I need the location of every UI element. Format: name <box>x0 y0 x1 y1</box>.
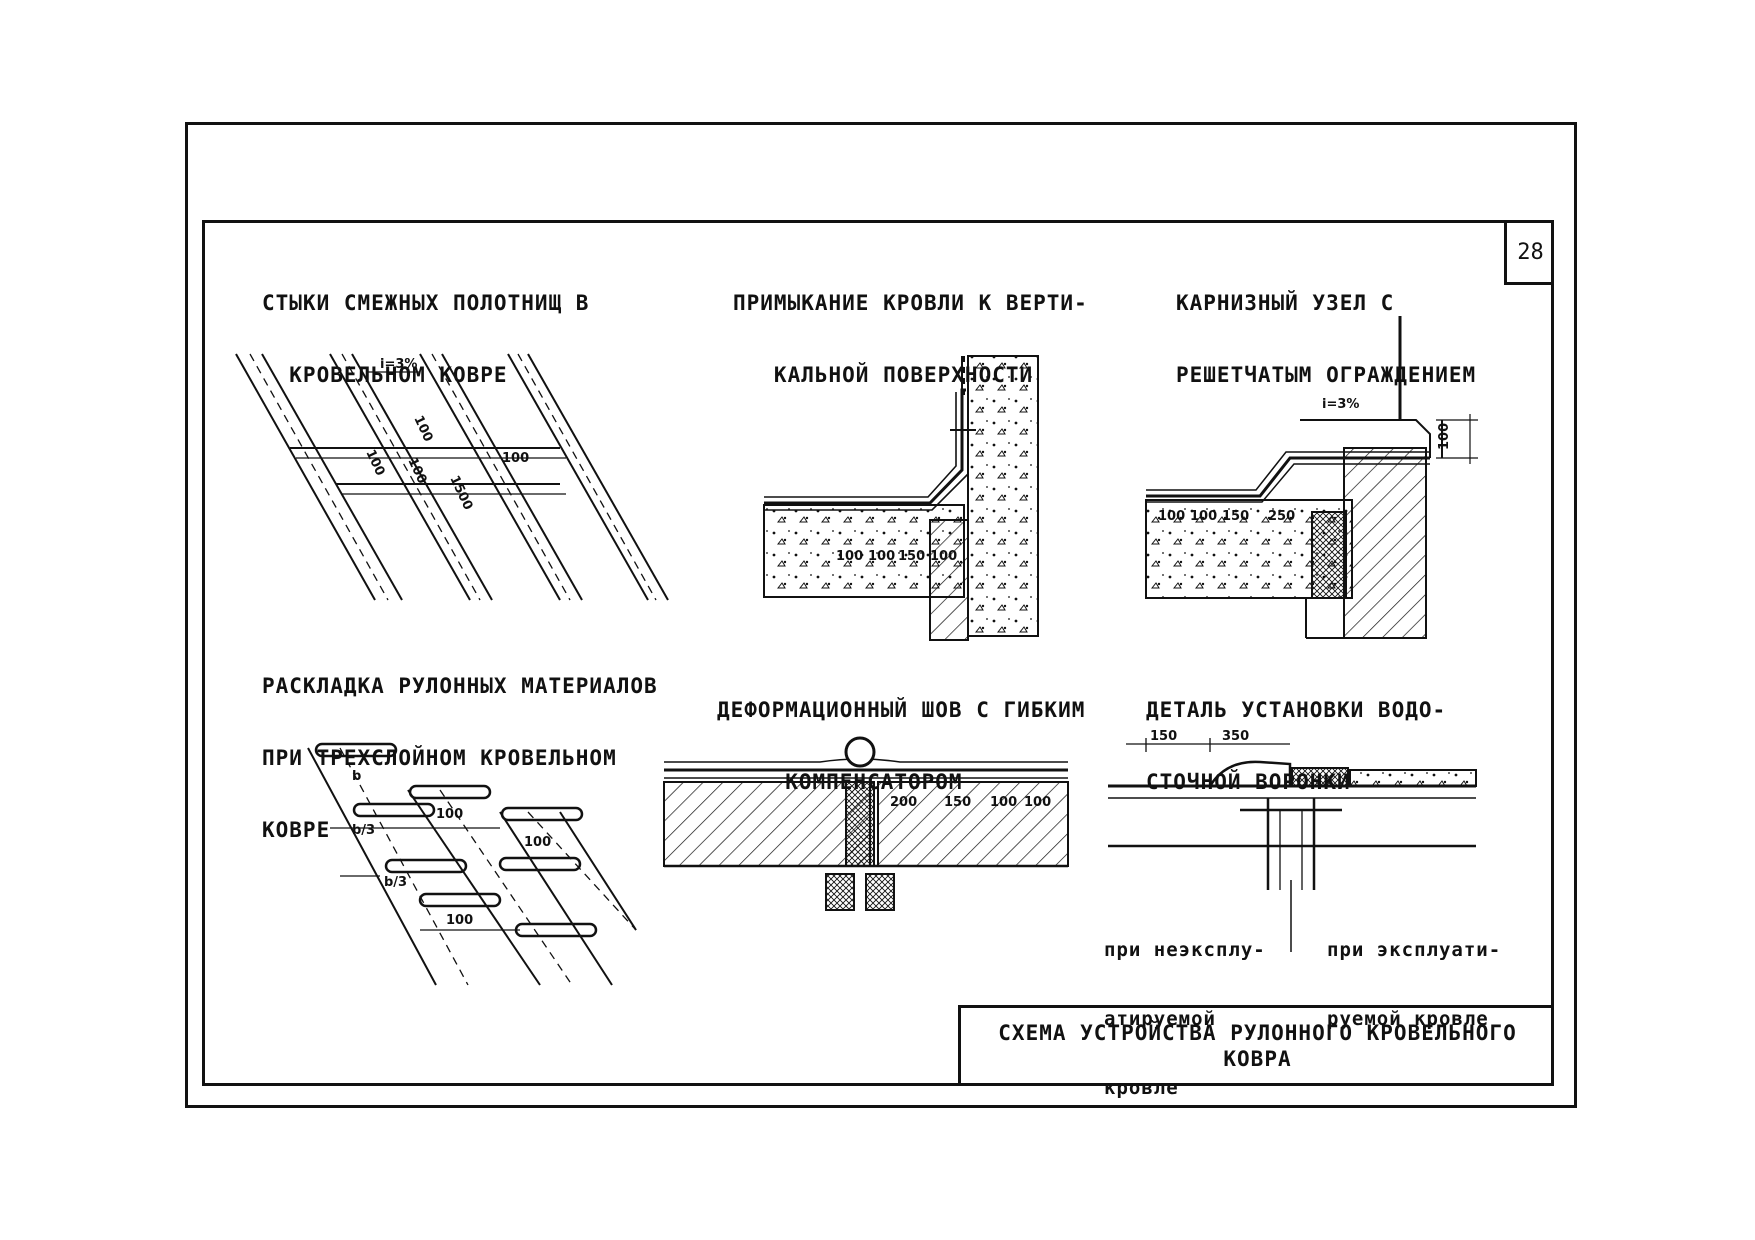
caption-eaves-line-1: КАРНИЗНЫЙ УЗЕЛ С <box>1176 291 1395 315</box>
expansion-dim-2: 150 <box>944 795 971 810</box>
caption-joints-line-1: СТЫКИ СМЕЖНЫХ ПОЛОТНИЩ В <box>262 291 590 315</box>
layout-dim-b3-1: b/3 <box>352 823 375 838</box>
expansion-dimensions: 200 150 100 100 <box>890 795 1051 810</box>
drain-note-left-line-2: атируемой <box>1104 1008 1216 1030</box>
abutment-dim-4: 100 <box>930 549 957 564</box>
eaves-dimensions: i=3% 100 100 100 150 250 <box>1158 397 1452 524</box>
expansion-dim-1: 200 <box>890 795 917 810</box>
abutment-dim-3: 150 <box>898 549 925 564</box>
joints-drawing <box>235 353 669 601</box>
abutment-dim-1: 100 <box>836 549 863 564</box>
title-block-line-2: КОВРА <box>1223 1047 1292 1071</box>
drawing-frame <box>202 220 1554 1086</box>
drain-dim-1: 150 <box>1150 729 1177 744</box>
drain-note-left-line-3: кровле <box>1104 1077 1179 1099</box>
caption-drain: ДЕТАЛЬ УСТАНОВКИ ВОДО- СТОЧНОЙ ВОРОНКИ <box>1146 650 1446 818</box>
drain-note-right-line-1: при эксплуати- <box>1327 939 1502 961</box>
abutment-dim-2: 100 <box>868 549 895 564</box>
joints-dimensions: i=3% 100 100 100 100 1500 <box>362 357 529 512</box>
eaves-dim-1: 100 <box>1158 509 1185 524</box>
caption-drain-line-1: ДЕТАЛЬ УСТАНОВКИ ВОДО- <box>1146 698 1447 722</box>
caption-layout: РАСКЛАДКА РУЛОННЫХ МАТЕРИАЛОВ ПРИ ТРЕХСЛ… <box>262 626 658 866</box>
title-block: СХЕМА УСТРОЙСТВА РУЛОННОГО КРОВЕЛЬНОГО К… <box>958 1005 1554 1086</box>
layout-dim-b3-2: b/3 <box>384 875 407 890</box>
joints-dim-3: 100 <box>404 455 429 486</box>
drain-drawing <box>1108 738 1477 952</box>
caption-layout-line-3: КОВРЕ <box>262 818 331 842</box>
drain-note-right: при эксплуати- руемой кровле <box>1327 893 1501 1054</box>
layout-dimensions: b b/3 b/3 100 100 100 <box>352 769 551 928</box>
caption-joints: СТЫКИ СМЕЖНЫХ ПОЛОТНИЩ В КРОВЕЛЬНОМ КОВР… <box>262 243 589 411</box>
eaves-dim-3: 150 <box>1222 509 1249 524</box>
drain-note-left-line-1: при неэксплу- <box>1104 939 1266 961</box>
caption-layout-line-1: РАСКЛАДКА РУЛОННЫХ МАТЕРИАЛОВ <box>262 674 658 698</box>
layout-dim-100-1: 100 <box>436 807 463 822</box>
layout-dim-100-3: 100 <box>446 913 473 928</box>
eaves-dim-height: 100 <box>1437 423 1452 450</box>
eaves-drawing <box>1145 316 1478 639</box>
abutment-drawing <box>763 355 1039 641</box>
outer-frame <box>185 122 1577 1108</box>
layout-dim-b: b <box>352 769 361 784</box>
caption-expansion-line-1: ДЕФОРМАЦИОННЫЙ ШОВ С ГИБКИМ <box>717 698 1086 722</box>
eaves-dim-2: 100 <box>1190 509 1217 524</box>
title-block-line-1: СХЕМА УСТРОЙСТВА РУЛОННОГО КРОВЕЛЬНОГО <box>998 1021 1517 1045</box>
joints-dim-2: 100 <box>362 447 387 478</box>
caption-abutment-line-1: ПРИМЫКАНИЕ КРОВЛИ К ВЕРТИ- <box>733 291 1088 315</box>
joints-dim-5: 1500 <box>446 473 475 512</box>
expansion-drawing <box>663 736 1069 911</box>
drain-note-left: при неэксплу- атируемой кровле <box>1104 893 1266 1123</box>
drain-note-right-line-2: руемой кровле <box>1327 1008 1489 1030</box>
eaves-dim-4: 250 <box>1268 509 1295 524</box>
expansion-dim-4: 100 <box>1024 795 1051 810</box>
joints-dim-4: 100 <box>502 451 529 466</box>
layout-drawing <box>307 742 637 986</box>
sheet-number: 28 <box>1504 222 1554 285</box>
joints-dim-1: 100 <box>410 413 435 444</box>
abutment-dimensions: 100 100 150 100 <box>836 549 957 564</box>
eaves-dim-slope: i=3% <box>1322 397 1359 412</box>
joints-dim-slope: i=3% <box>380 357 417 372</box>
drain-dimensions: 150 350 <box>1150 729 1249 744</box>
expansion-dim-3: 100 <box>990 795 1017 810</box>
drain-dim-2: 350 <box>1222 729 1249 744</box>
layout-dim-100-2: 100 <box>524 835 551 850</box>
caption-joints-line-2: КРОВЕЛЬНОМ КОВРЕ <box>262 363 508 387</box>
